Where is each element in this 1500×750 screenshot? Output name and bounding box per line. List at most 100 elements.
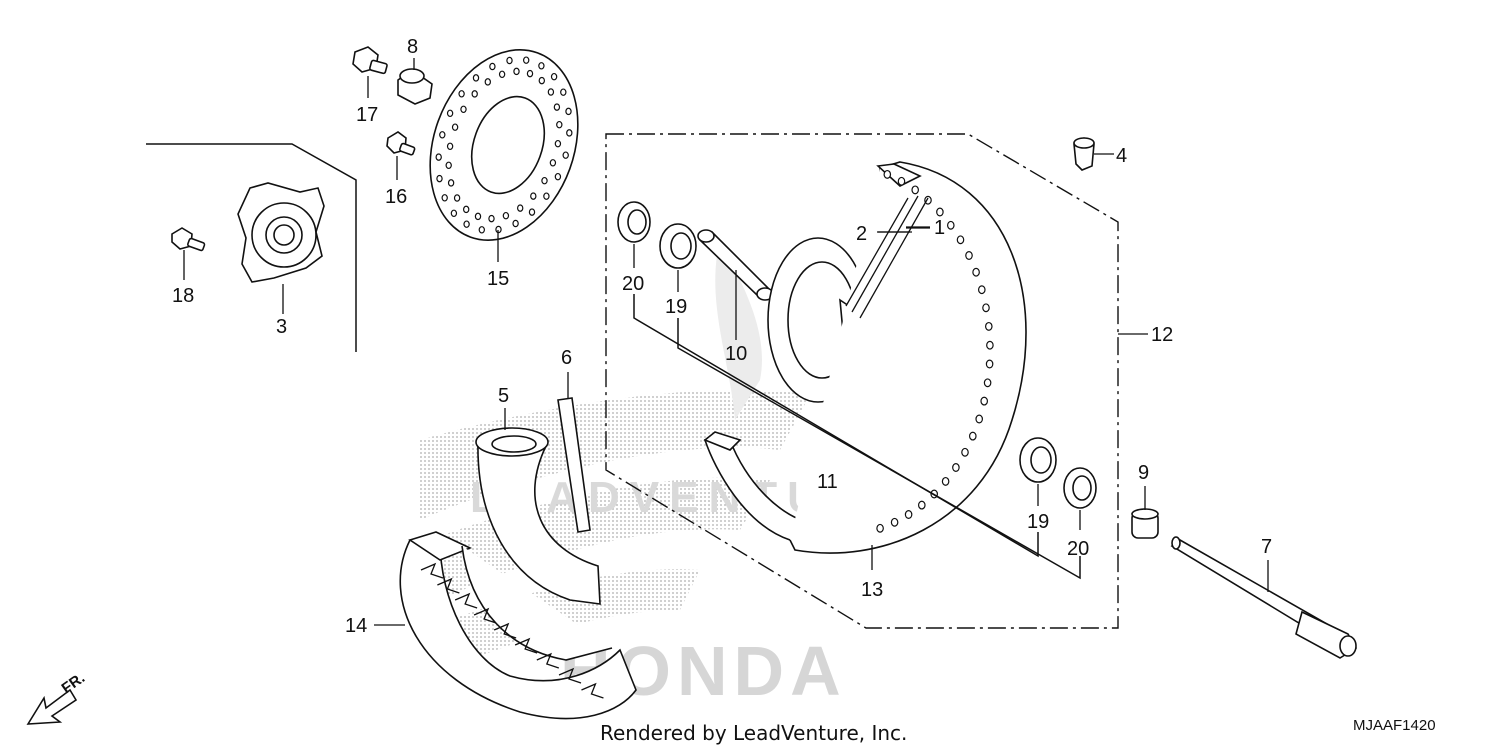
front-direction-arrow-icon: FR.	[26, 669, 88, 725]
callout-3: 3	[276, 316, 287, 338]
callout-2: 2	[856, 223, 867, 245]
rim-hole	[965, 251, 973, 260]
rim-hole	[883, 169, 892, 179]
callout-20-left: 20	[622, 273, 644, 295]
tire-tread-mark	[514, 637, 538, 654]
callout-labels: 1 2 3 4 5 6 7 8 9 10 11 12 13 14 15 16 1…	[172, 36, 1272, 637]
tire-tread-mark	[536, 652, 560, 669]
rim-hole	[936, 207, 944, 217]
rim-hole	[982, 303, 990, 313]
disc-hole	[471, 90, 478, 98]
rim-hole	[946, 220, 955, 230]
disc-hole	[562, 151, 569, 159]
disc-hole	[541, 176, 548, 185]
rim-hole	[956, 235, 965, 245]
distance-collar-part	[697, 229, 774, 340]
disc-hole	[451, 123, 459, 131]
disc-hole	[554, 172, 562, 181]
disc-hole	[556, 120, 563, 129]
callout-19-right: 19	[1027, 511, 1049, 533]
bolt-part	[171, 227, 206, 280]
rim-hole	[890, 517, 899, 527]
disc-hole	[435, 153, 442, 161]
disc-hole	[463, 205, 470, 214]
callout-6: 6	[561, 347, 572, 369]
disc-hole	[565, 107, 572, 116]
rim-band-part	[557, 372, 591, 533]
callout-20-right: 20	[1067, 538, 1089, 560]
seal-right-part	[1063, 467, 1097, 530]
rim-hole	[876, 523, 884, 533]
disc-hole	[447, 179, 455, 187]
disc-hole	[450, 209, 458, 218]
disc-hole	[453, 194, 461, 202]
callout-19-left: 19	[665, 296, 687, 318]
rim-hole	[975, 414, 984, 424]
disc-hole	[484, 78, 491, 86]
callout-7: 7	[1261, 536, 1272, 558]
disc-hole	[513, 67, 520, 76]
rim-hole	[941, 476, 950, 486]
wheel-assembly-frame	[605, 133, 1119, 629]
side-collar-part	[1131, 486, 1159, 539]
callout-12: 12	[1151, 324, 1173, 346]
rim-hole	[897, 176, 906, 186]
bearing-left-part	[659, 223, 697, 292]
tire-tread-mark	[581, 682, 604, 699]
disc-hole	[489, 62, 496, 71]
callout-leaders	[877, 226, 1148, 335]
disc-hole	[436, 174, 443, 183]
rim-hole	[972, 267, 980, 277]
tire-tread-mark	[473, 607, 497, 624]
disc-hole	[506, 56, 513, 65]
callout-15: 15	[487, 268, 509, 290]
tube-part	[475, 408, 601, 605]
disc-hole	[543, 192, 550, 200]
disc-hole	[445, 161, 452, 170]
disc-hole	[517, 204, 524, 212]
callout-5: 5	[498, 385, 509, 407]
disc-hole	[538, 62, 545, 70]
tire-tread-mark	[437, 577, 460, 594]
disc-hole	[488, 214, 495, 223]
callout-13: 13	[861, 579, 883, 601]
diagram-code: MJAAF1420	[1353, 717, 1436, 734]
flange-bolt-part	[352, 46, 388, 98]
hub-flange-part	[237, 182, 325, 314]
tire-tread-mark	[493, 622, 517, 639]
rim-hole	[986, 340, 994, 350]
spokes-part	[845, 195, 930, 319]
disc-hole	[547, 88, 555, 96]
flange-group-bracket	[146, 143, 357, 352]
disc-hole	[554, 139, 562, 148]
callout-9: 9	[1138, 462, 1149, 484]
disc-hole	[474, 212, 482, 221]
disc-hole	[441, 194, 448, 202]
callout-17: 17	[356, 104, 378, 126]
disc-hole	[439, 131, 446, 139]
disc-hole	[502, 211, 510, 220]
disc-hole	[512, 219, 519, 228]
rim-hole	[961, 447, 969, 457]
rim-hole	[980, 396, 989, 406]
disc-hole	[478, 226, 485, 234]
rim-part	[703, 161, 1027, 570]
rim-hole	[983, 378, 992, 388]
tire-tread-mark	[454, 592, 478, 609]
callout-8: 8	[407, 36, 418, 58]
collar-part	[397, 58, 433, 105]
disc-hole	[538, 76, 546, 85]
rim-hole	[917, 500, 926, 510]
tire-tread-mark	[558, 667, 582, 684]
brake-disc-part	[429, 49, 579, 262]
rim-hole	[904, 510, 913, 519]
disc-hole	[530, 192, 537, 200]
disc-hole	[498, 70, 506, 79]
disc-hole	[550, 72, 558, 81]
disc-hole	[526, 69, 534, 78]
callout-11: 11	[817, 471, 838, 493]
rim-hole	[985, 359, 994, 369]
callout-14: 14	[345, 615, 367, 637]
callout-4: 4	[1116, 145, 1127, 167]
